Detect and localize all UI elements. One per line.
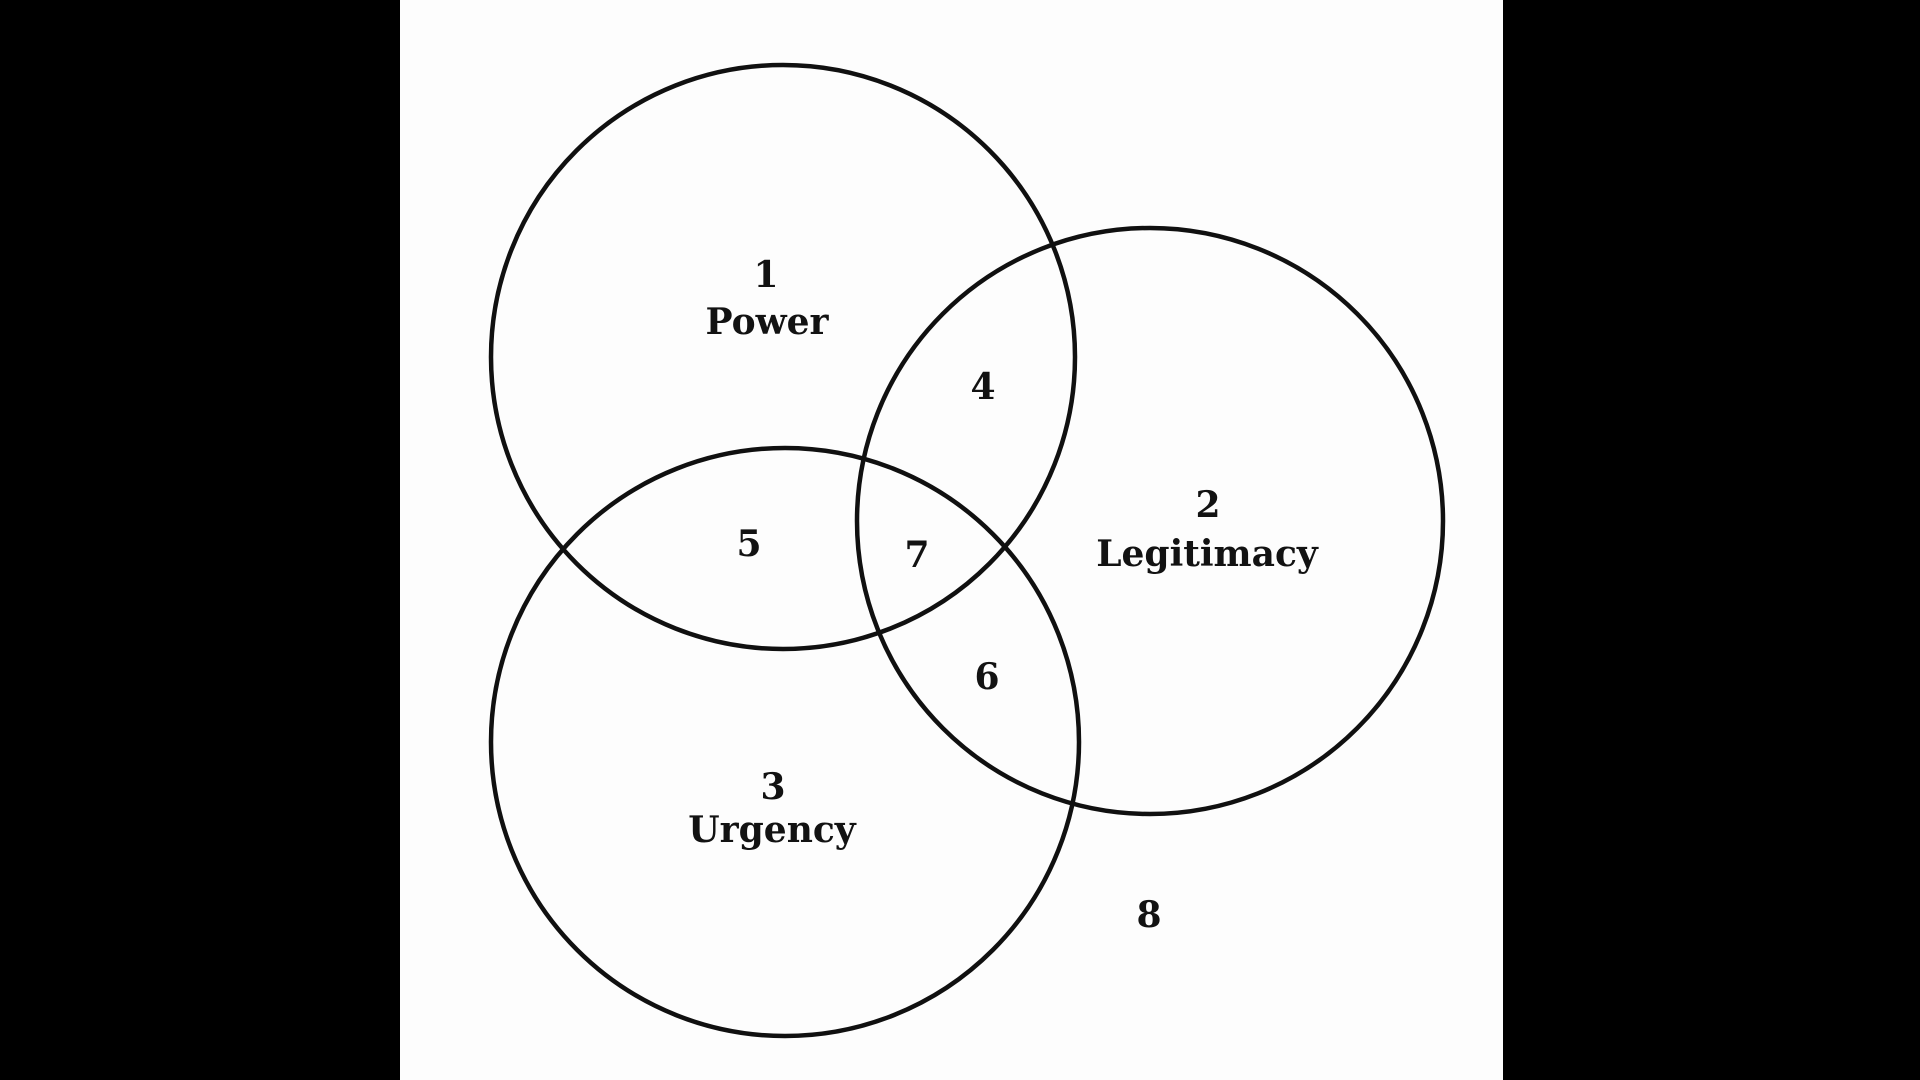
region-4-number: 4 <box>970 366 995 408</box>
region-8-number: 8 <box>1136 894 1161 936</box>
urgency-circle <box>488 445 1082 1039</box>
legitimacy-circle-number: 2 <box>1195 484 1220 526</box>
urgency-circle-number: 3 <box>760 766 785 808</box>
legitimacy-circle-label: Legitimacy <box>1096 533 1319 575</box>
region-6-number: 6 <box>974 656 999 698</box>
legitimacy-circle <box>854 225 1446 817</box>
region-7-number: 7 <box>904 534 929 576</box>
urgency-circle-label: Urgency <box>688 809 857 851</box>
power-circle-number: 1 <box>753 254 778 296</box>
power-circle <box>488 62 1078 652</box>
power-circle-label: Power <box>706 301 830 343</box>
region-5-number: 5 <box>736 523 761 565</box>
venn-diagram-canvas: 1 Power 2 Legitimacy 3 Urgency 4 5 6 7 8 <box>400 0 1503 1080</box>
venn-diagram: 1 Power 2 Legitimacy 3 Urgency 4 5 6 7 8 <box>488 62 1446 1039</box>
